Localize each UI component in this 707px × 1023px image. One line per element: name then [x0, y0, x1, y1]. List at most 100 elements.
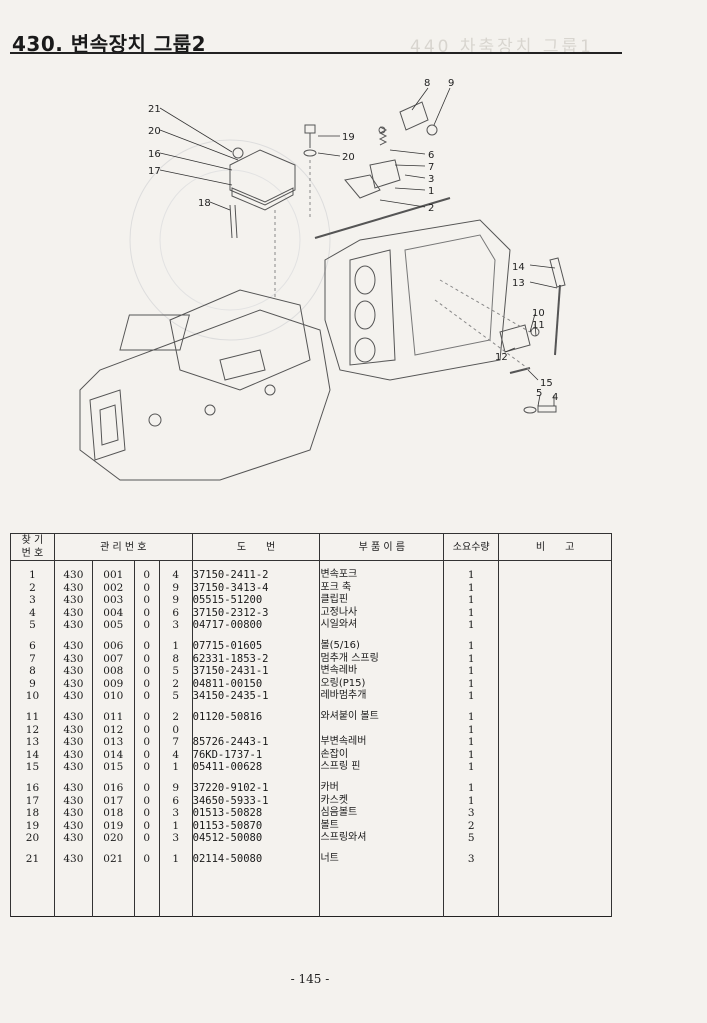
part-name-cell: 스프링와셔	[319, 832, 445, 845]
mgmt-c-cell: 0	[133, 761, 160, 774]
group-spacer	[10, 560, 612, 569]
mgmt-a-cell: 430	[53, 852, 93, 866]
part-name-cell: 카버	[319, 781, 445, 795]
qty-cell: 1	[443, 677, 500, 691]
mgmt-c-cell: 0	[133, 748, 160, 762]
remarks-cell	[498, 677, 612, 691]
mgmt-a-cell: 430	[53, 569, 93, 582]
mgmt-b-cell: 007	[91, 652, 135, 666]
mgmt-c-cell: 0	[133, 710, 160, 724]
mgmt-a-cell: 430	[53, 807, 93, 820]
mgmt-b-cell: 004	[91, 606, 135, 620]
remarks-cell	[498, 652, 612, 666]
mgmt-d-cell: 1	[158, 761, 193, 774]
mgmt-a-cell: 430	[53, 606, 93, 620]
qty-cell: 2	[443, 819, 500, 833]
mgmt-c-cell: 0	[133, 832, 160, 845]
title-rule	[10, 52, 622, 54]
mgmt-d-cell: 0	[158, 723, 193, 737]
mgmt-b-cell: 020	[91, 832, 135, 845]
drawing-no-cell: 37150-2312-3	[191, 606, 321, 620]
mgmt-c-cell: 0	[133, 665, 160, 678]
remarks-cell	[498, 581, 612, 595]
mgmt-b-cell: 021	[91, 852, 135, 866]
mgmt-b-cell: 005	[91, 619, 135, 632]
remarks-cell	[498, 723, 612, 737]
mgmt-c-cell: 0	[133, 781, 160, 795]
svg-text:12: 12	[495, 352, 508, 363]
drawing-no-cell: 37150-2411-2	[191, 569, 321, 582]
mgmt-a-cell: 430	[53, 761, 93, 774]
part-name-cell: 부변속레버	[319, 736, 445, 749]
mgmt-a-cell: 430	[53, 594, 93, 607]
mgmt-c-cell: 0	[133, 794, 160, 808]
part-name-cell: 너트	[319, 852, 445, 866]
mgmt-d-cell: 9	[158, 594, 193, 607]
mgmt-c-cell: 0	[133, 736, 160, 749]
part-name-cell: 볼트	[319, 819, 445, 833]
drawing-no-cell: 05411-00628	[191, 761, 321, 774]
empty-row	[10, 903, 612, 917]
mgmt-d-cell: 4	[158, 748, 193, 762]
svg-text:13: 13	[512, 278, 525, 289]
mgmt-c-cell: 0	[133, 852, 160, 866]
mgmt-b-cell: 016	[91, 781, 135, 795]
qty-cell: 1	[443, 794, 500, 808]
mgmt-d-cell: 2	[158, 677, 193, 691]
part-name-cell: 와셔붙이 볼트	[319, 710, 445, 724]
part-name-cell: 스프링 핀	[319, 761, 445, 774]
mgmt-b-cell: 006	[91, 639, 135, 653]
mgmt-b-cell: 017	[91, 794, 135, 808]
svg-text:20: 20	[342, 152, 355, 163]
remarks-cell	[498, 748, 612, 762]
exploded-parts-diagram: 21 20 16 17 18 19 20 8 9 6 7 3 1 2 14 13…	[79, 78, 566, 481]
mgmt-a-cell: 430	[53, 710, 93, 724]
mgmt-b-cell: 010	[91, 690, 135, 703]
svg-text:1: 1	[428, 186, 434, 197]
qty-cell: 5	[443, 832, 500, 845]
remarks-cell	[498, 832, 612, 845]
qty-cell: 1	[443, 761, 500, 774]
svg-text:16: 16	[148, 149, 161, 160]
mgmt-d-cell: 1	[158, 852, 193, 866]
drawing-no-cell: 02114-50080	[191, 852, 321, 866]
mgmt-a-cell: 430	[53, 677, 93, 691]
remarks-cell	[498, 569, 612, 582]
drawing-no-cell	[191, 723, 321, 737]
ref-no-cell: 17	[10, 794, 55, 808]
part-name-cell: 변속포크	[319, 569, 445, 582]
part-name-cell: 시일와셔	[319, 619, 445, 632]
remarks-cell	[498, 710, 612, 724]
ref-no-cell: 16	[10, 781, 55, 795]
header-drawing-no: 도 번	[191, 533, 321, 561]
drawing-no-cell: 01513-50828	[191, 807, 321, 820]
mgmt-d-cell: 3	[158, 807, 193, 820]
remarks-cell	[498, 852, 612, 866]
remarks-cell	[498, 619, 612, 632]
ref-no-cell: 1	[10, 569, 55, 582]
remarks-cell	[498, 794, 612, 808]
ref-no-cell: 8	[10, 665, 55, 678]
ref-no-cell: 2	[10, 581, 55, 595]
ref-no-cell: 20	[10, 832, 55, 845]
mgmt-c-cell: 0	[133, 639, 160, 653]
header-qty: 소요수량	[443, 533, 500, 561]
empty-row	[10, 890, 612, 904]
mgmt-d-cell: 3	[158, 832, 193, 845]
drawing-no-cell: 04512-50080	[191, 832, 321, 845]
mgmt-d-cell: 1	[158, 639, 193, 653]
ref-no-cell: 12	[10, 723, 55, 737]
svg-text:7: 7	[428, 162, 434, 173]
mgmt-a-cell: 430	[53, 581, 93, 595]
mgmt-a-cell: 430	[53, 652, 93, 666]
mgmt-c-cell: 0	[133, 723, 160, 737]
